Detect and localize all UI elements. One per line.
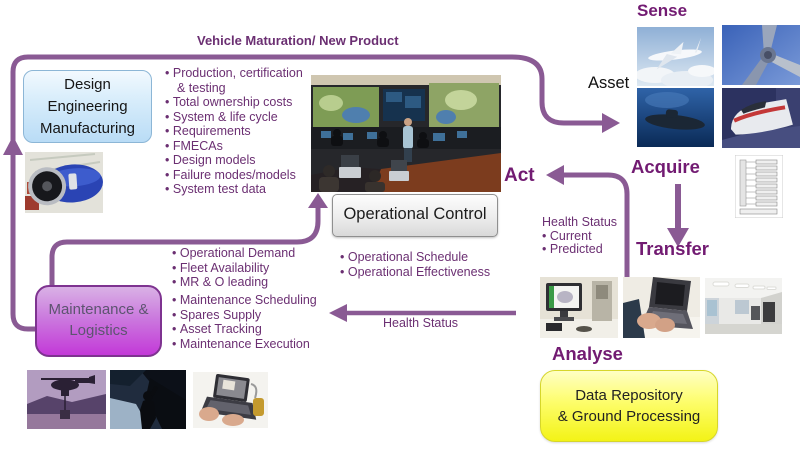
rotor-blades-photo bbox=[722, 25, 800, 85]
high-speed-train-photo bbox=[722, 88, 800, 148]
laptop-closeup-photo bbox=[623, 277, 700, 338]
design-bullet-item: FMECAs bbox=[165, 139, 307, 154]
design-bullet-item: System & life cycle bbox=[165, 110, 307, 125]
design-bullet-list: Production, certification & testingTotal… bbox=[165, 66, 307, 197]
laboratory-corridor-photo bbox=[705, 278, 782, 334]
arrowhead-into-asset bbox=[602, 113, 620, 133]
vehicle-maturation-label: Vehicle Maturation/ New Product bbox=[197, 33, 399, 48]
health-status-item: Current bbox=[542, 229, 617, 244]
submarine-photo bbox=[637, 88, 714, 147]
design-bullet-item: Requirements bbox=[165, 124, 307, 139]
health-status-title: Health Status bbox=[542, 215, 618, 229]
analyse-label: Analyse bbox=[552, 343, 623, 364]
arrowhead-into-transfer bbox=[667, 228, 689, 247]
maintenance-logistics-box: Maintenance & Logistics bbox=[35, 285, 162, 357]
arrowhead-into-act bbox=[546, 165, 564, 185]
health-status-arrow-label: Health Status bbox=[383, 316, 459, 330]
design-bullet-item: System test data bbox=[165, 182, 307, 197]
sense-label: Sense bbox=[637, 1, 688, 20]
data-repository-box: Data Repository & Ground Processing bbox=[540, 370, 718, 442]
analysis-workstation-photo bbox=[540, 277, 618, 338]
design-bullet-item: Failure modes/models bbox=[165, 168, 307, 183]
design-bullet-item: Total ownership costs bbox=[165, 95, 307, 110]
airliner-in-flight-photo bbox=[637, 27, 714, 86]
field-laptop-diagnostics-photo bbox=[193, 372, 268, 428]
maintenance-action-item: Maintenance Execution bbox=[172, 337, 347, 352]
arrowhead-into-control-room bbox=[308, 193, 328, 208]
operational-control-bullet-list: Operational ScheduleOperational Effectiv… bbox=[340, 250, 515, 280]
aircraft-maintenance-silhouette-photo bbox=[110, 370, 186, 429]
arrowhead-upward-left-loop bbox=[3, 136, 23, 155]
operational-demand-item: Operational Demand bbox=[172, 246, 337, 261]
analyse-to-act-arrow bbox=[562, 172, 630, 277]
design-to-asset-loop-arrow bbox=[10, 54, 605, 332]
operational-control-item: Operational Effectiveness bbox=[340, 265, 515, 280]
maintenance-actions-bullet-list: Maintenance SchedulingSpares SupplyAsset… bbox=[172, 293, 347, 351]
transfer-label: Transfer bbox=[636, 238, 710, 259]
system-block-diagram-photo bbox=[735, 155, 783, 218]
operational-control-box: Operational Control bbox=[332, 194, 498, 237]
act-label: Act bbox=[504, 165, 535, 186]
design-bullet-item: Production, certification & testing bbox=[165, 66, 307, 95]
maintenance-action-item: Maintenance Scheduling bbox=[172, 293, 347, 308]
operational-control-item: Operational Schedule bbox=[340, 250, 515, 265]
operational-demand-item: Fleet Availability bbox=[172, 261, 337, 276]
operational-demand-item: MR & O leading bbox=[172, 275, 337, 290]
helicopter-lifting-load-photo bbox=[27, 370, 106, 429]
aircraft-engine-photo bbox=[25, 152, 103, 213]
health-status-item: Predicted bbox=[542, 242, 617, 257]
health-status-items: CurrentPredicted bbox=[542, 229, 617, 257]
asset-label: Asset bbox=[588, 74, 630, 92]
operations-control-room-photo bbox=[311, 75, 501, 192]
health-status-block: Health Status CurrentPredicted bbox=[542, 215, 618, 257]
maintenance-action-item: Spares Supply bbox=[172, 308, 347, 323]
maintenance-action-item: Asset Tracking bbox=[172, 322, 347, 337]
acquire-label: Acquire bbox=[631, 156, 700, 177]
operational-demand-bullet-list: Operational DemandFleet AvailabilityMR &… bbox=[172, 246, 337, 290]
design-engineering-manufacturing-box: Design Engineering Manufacturing bbox=[23, 70, 152, 143]
design-bullet-item: Design models bbox=[165, 153, 307, 168]
maintenance-to-control-arrow bbox=[49, 206, 321, 287]
